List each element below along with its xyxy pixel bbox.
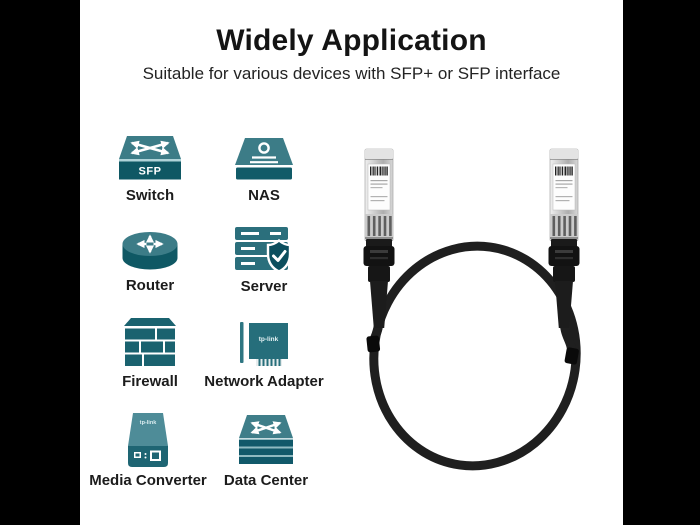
page-subtitle: Suitable for various devices with SFP+ o… (142, 64, 561, 83)
device-label: NAS (248, 187, 280, 204)
router-icon (122, 232, 178, 270)
cable-clip-left (366, 335, 381, 353)
device-switch: SFP Switch (80, 135, 220, 204)
device-firewall: Firewall (80, 317, 220, 390)
device-label: Network Adapter (204, 373, 324, 390)
page-title: Widely Application (216, 24, 487, 57)
media-converter-icon: tp-link (128, 413, 168, 467)
content-panel: Widely Application Suitable for various … (80, 0, 623, 525)
data-center-icon (239, 415, 293, 464)
tp-link-logo: tp-link (140, 420, 157, 426)
device-label: Switch (125, 187, 175, 204)
firewall-icon (124, 318, 176, 366)
device-label: Firewall (122, 373, 178, 390)
device-data-center: Data Center (196, 414, 336, 489)
nas-icon (235, 138, 293, 180)
device-server: Server (194, 226, 334, 295)
cable-clip-right (564, 347, 579, 365)
device-network-adapter: tp-link Network Adapter (194, 321, 334, 390)
device-label: Media Converter (89, 472, 207, 489)
device-label: Data Center (223, 472, 309, 489)
device-label: Server (240, 278, 288, 295)
device-media-converter: tp-link Media Converter (78, 411, 218, 489)
network-adapter-icon: tp-link (240, 322, 288, 366)
device-label: Router (125, 277, 175, 294)
shield-check-icon (266, 238, 292, 273)
device-router: Router (80, 229, 220, 294)
tp-link-logo: tp-link (259, 336, 279, 343)
product-photo-sfp-dac-cable (363, 148, 581, 471)
server-icon (235, 227, 292, 273)
switch-icon: SFP (119, 136, 181, 180)
sfp-badge: SFP (139, 166, 162, 178)
device-nas: NAS (194, 137, 334, 204)
sfp-connector-right (548, 148, 580, 329)
